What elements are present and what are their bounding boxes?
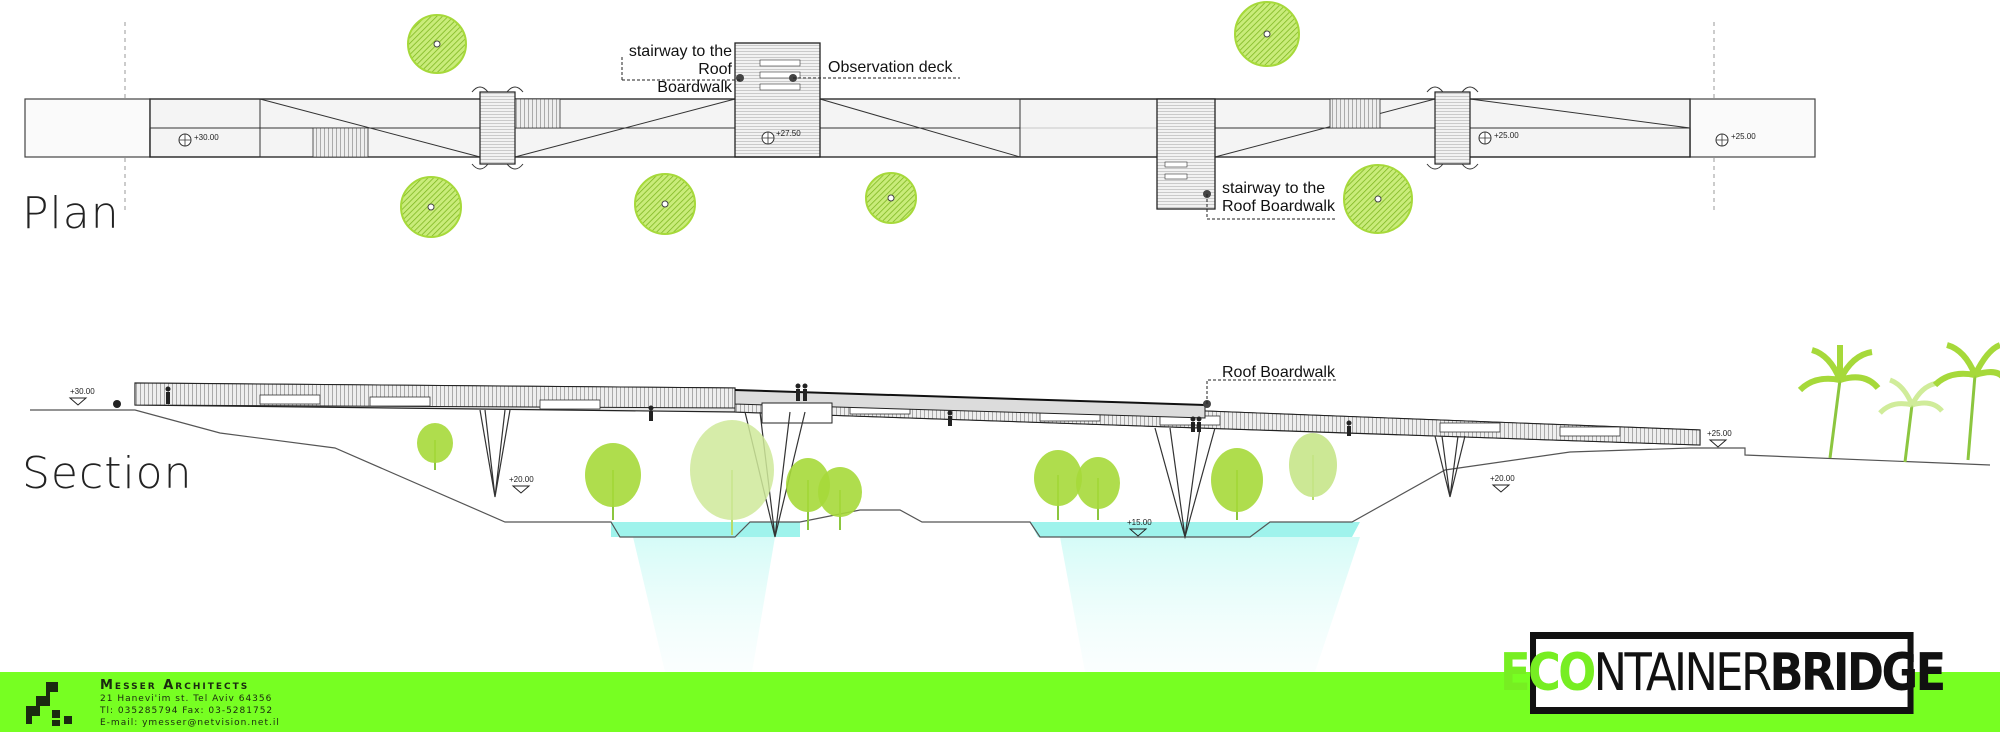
section-heading: Section <box>22 448 193 499</box>
messer-logo-icon <box>26 682 72 726</box>
firm-info: Messer Architects 21 Hanevi'im st. Tel A… <box>100 678 280 729</box>
brand-ntainer: NTAINER <box>1593 643 1772 703</box>
roof-boardwalk-label: Roof Boardwalk <box>1222 364 1335 381</box>
stairway-label-top: stairway to the Roof Boardwalk <box>620 43 732 97</box>
palm-tree <box>1878 377 1944 463</box>
brand-eco: ECO <box>1500 643 1596 703</box>
section-elevation-2: +20.00 <box>509 475 534 484</box>
ground-profile <box>30 409 1991 538</box>
stair-tower-plan <box>1156 98 1216 210</box>
tree-section <box>1034 450 1082 520</box>
plan-elevation-markers: +30.00 +27.50 +25.00 +25.00 <box>178 129 1756 147</box>
people-silhouettes <box>113 383 1352 436</box>
firm-phone-fax: Tl: 035285794 Fax: 03-5281752 <box>100 706 274 716</box>
palm-trees <box>1797 342 2000 463</box>
water-left <box>611 522 800 537</box>
pier-crossing-1 <box>479 91 516 165</box>
stairway-label-top-line1: stairway to the <box>628 43 732 60</box>
brand-bridge: BRIDGE <box>1769 643 1946 703</box>
palm-tree <box>1797 345 1881 459</box>
stairway-label-bottom: stairway to the Roof Boardwalk <box>1222 180 1335 216</box>
plan-elevation-2: +27.50 <box>776 129 801 138</box>
stairway-label-bottom-line1: stairway to the <box>1222 180 1326 197</box>
tree-section <box>690 420 774 535</box>
tree-section <box>818 467 862 530</box>
water-glow-2 <box>1060 537 1360 672</box>
section-drawing: +30.00 +20.00 +15.00 +20.00 +25.00 <box>30 342 2000 672</box>
section-elevation-4: +20.00 <box>1490 474 1515 483</box>
section-elevation-3: +15.00 <box>1127 518 1152 527</box>
plan-elevation-4: +25.00 <box>1731 132 1756 141</box>
ramp-right <box>1689 98 1816 158</box>
stairway-label-top-line2: Roof Boardwalk <box>657 61 732 96</box>
plan-heading: Plan <box>22 188 120 239</box>
section-trees <box>417 420 1337 535</box>
tree-section <box>585 443 641 520</box>
section-elevation-1: +30.00 <box>70 387 95 396</box>
tree-section <box>417 423 453 470</box>
section-elevation-markers: +30.00 +20.00 +15.00 +20.00 +25.00 <box>68 387 1732 537</box>
observation-deck-label: Observation deck <box>828 59 953 76</box>
section-elevation-5: +25.00 <box>1707 429 1732 438</box>
firm-name: Messer Architects <box>100 678 250 693</box>
water-right <box>1030 522 1360 537</box>
tree-section <box>1211 448 1263 520</box>
firm-address: 21 Hanevi'im st. Tel Aviv 64356 <box>100 694 273 704</box>
firm-email: E-mail: ymesser@netvision.net.il <box>100 718 280 728</box>
pier-crossing-2 <box>1434 91 1471 165</box>
plan-elevation-3: +25.00 <box>1494 131 1519 140</box>
tree-section <box>1289 433 1337 500</box>
roof-boardwalk-line <box>734 389 1206 406</box>
tree-section <box>1076 457 1120 520</box>
plan-trees <box>400 1 1413 238</box>
stairway-label-bottom-line2: Roof Boardwalk <box>1222 198 1335 215</box>
plan-drawing: +30.00 +27.50 +25.00 +25.00 <box>24 1 1816 238</box>
ramp-left <box>24 98 151 158</box>
plan-elevation-1: +30.00 <box>194 133 219 142</box>
window-bands <box>259 394 1621 437</box>
water-glow-1 <box>633 537 775 672</box>
palm-tree <box>1932 342 2000 461</box>
